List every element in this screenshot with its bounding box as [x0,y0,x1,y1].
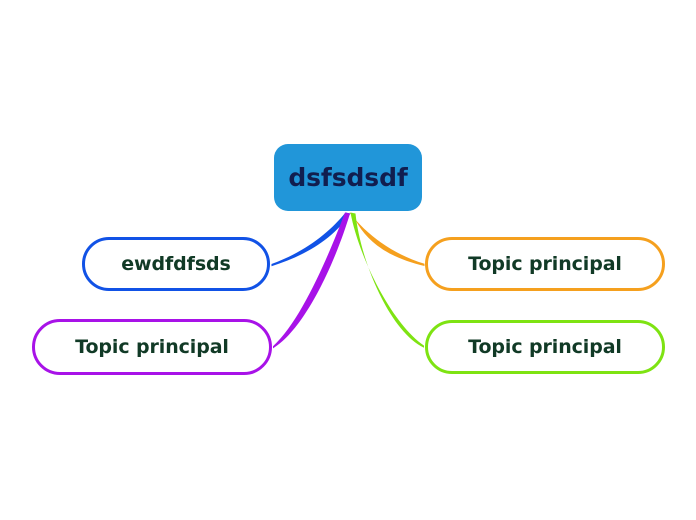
connector-line-2 [273,212,350,349]
mindmap-branch-node-1-label: Topic principal [468,252,622,275]
mindmap-root-node[interactable]: dsfsdsdf [274,144,422,211]
mindmap-branch-node-0-label: ewdfdfsds [121,252,231,275]
mindmap-branch-node-0[interactable]: ewdfdfsds [82,237,270,291]
mindmap-branch-node-3-label: Topic principal [468,335,622,358]
connector-line-3 [350,212,424,348]
mindmap-branch-node-1[interactable]: Topic principal [425,237,665,291]
connector-line-0 [271,212,351,267]
mindmap-branch-node-3[interactable]: Topic principal [425,320,665,374]
mindmap-root-node-label: dsfsdsdf [288,163,408,192]
mindmap-branch-node-2-label: Topic principal [75,335,229,358]
connector-line-1 [349,212,425,266]
mindmap-branch-node-2[interactable]: Topic principal [32,319,272,375]
